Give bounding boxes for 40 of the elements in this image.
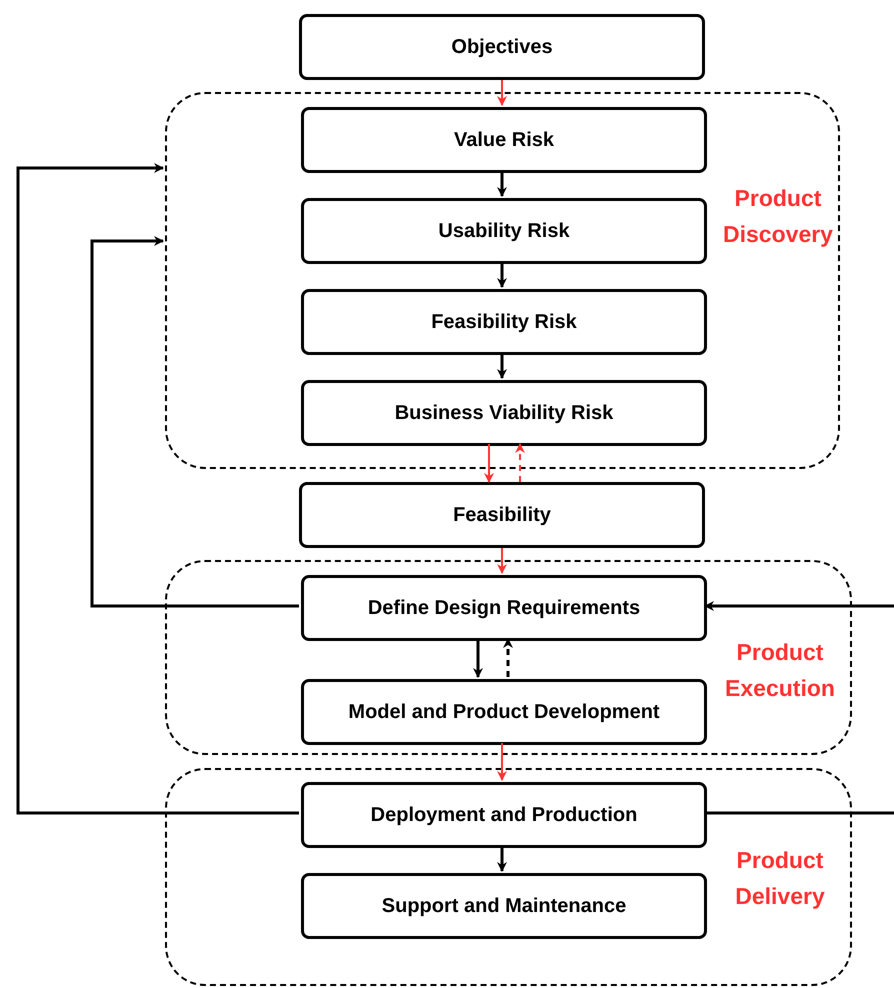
box-label: Model and Product Development (348, 700, 660, 724)
box-label: Feasibility Risk (431, 310, 577, 334)
process-box (299, 482, 705, 548)
arrow (484, 444, 494, 483)
box-label: Objectives (451, 36, 553, 58)
dashed-group-boundary (165, 92, 840, 469)
arrow (497, 353, 507, 379)
arrow (16, 163, 299, 814)
arrow (515, 443, 525, 482)
box-label: Usability Risk (438, 220, 570, 242)
group-label: Product Execution (724, 638, 836, 703)
process-box (301, 198, 707, 264)
process-box (301, 289, 707, 355)
dashed-group-boundary (165, 768, 852, 986)
arrow (497, 548, 507, 574)
box-label: Deployment and Production (370, 804, 638, 826)
group-label: Product Delivery (734, 846, 826, 911)
group-label: Product Discovery (722, 184, 834, 249)
arrow (497, 743, 507, 781)
process-box (301, 107, 707, 173)
process-box (301, 380, 707, 446)
arrow (90, 236, 299, 608)
box-label: Support and Maintenance (382, 894, 626, 918)
process-box (301, 873, 707, 939)
dashed-group-boundary (165, 560, 852, 755)
process-box (301, 679, 707, 745)
box-label: Value Risk (454, 128, 554, 152)
process-box (299, 14, 705, 80)
arrow (503, 638, 513, 677)
arrow (473, 639, 483, 678)
arrow (497, 171, 507, 197)
arrow (497, 80, 507, 106)
arrow (497, 846, 507, 872)
box-label: Define Design Requirements (368, 596, 640, 620)
box-label: Feasibility (453, 504, 551, 526)
process-box (301, 575, 707, 641)
arrow (497, 262, 507, 288)
process-box (301, 782, 707, 848)
arrow (704, 601, 894, 611)
box-label: Business Viability Risk (394, 402, 614, 424)
